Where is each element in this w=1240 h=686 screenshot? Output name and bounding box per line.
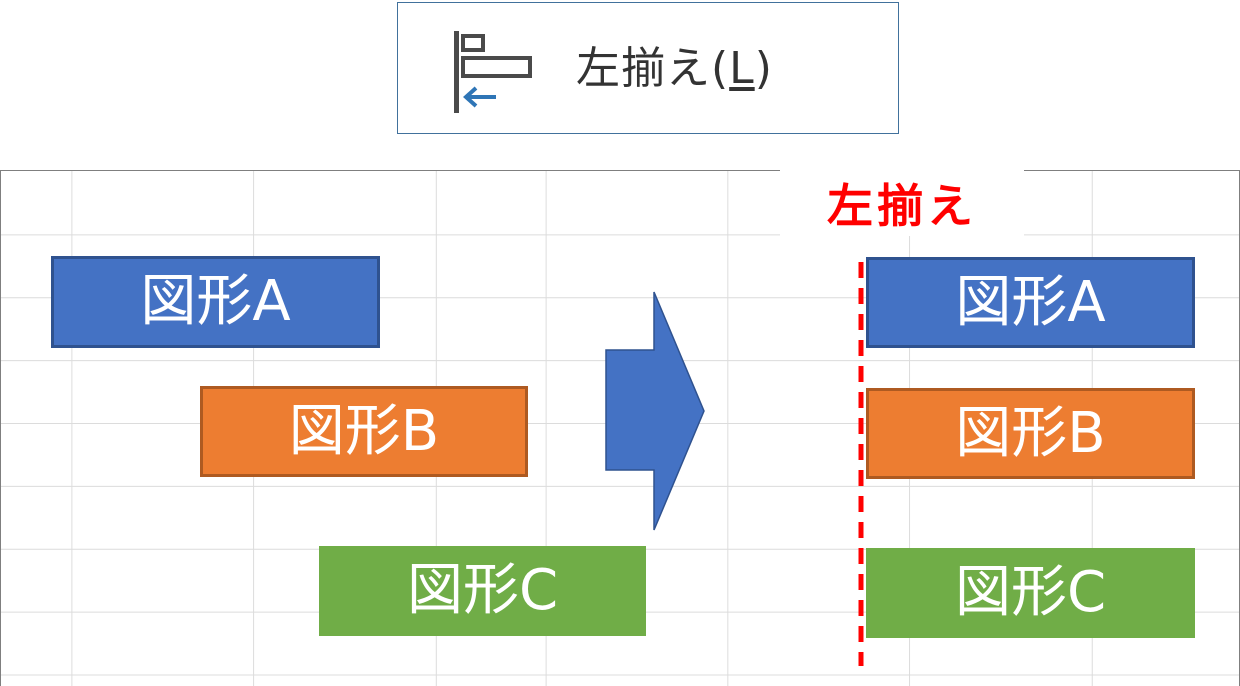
shape-c-after[interactable]: 図形C	[866, 548, 1195, 638]
align-left-command[interactable]: 左揃え(L)	[397, 2, 899, 134]
shape-b-label: 図形B	[955, 400, 1106, 466]
shape-c-label: 図形C	[954, 560, 1107, 625]
mnemonic-key: L	[729, 43, 755, 94]
shape-b-label: 図形B	[288, 398, 440, 464]
shape-c-before[interactable]: 図形C	[319, 546, 646, 636]
shape-a-label: 図形A	[955, 269, 1106, 335]
shape-c-label: 図形C	[406, 558, 559, 623]
right-arrow-icon	[605, 291, 705, 531]
shape-b-before[interactable]: 図形B	[200, 386, 528, 477]
shape-b-after[interactable]: 図形B	[866, 388, 1195, 479]
align-left-text-end: )	[754, 43, 773, 94]
align-left-result-title: 左揃え	[780, 170, 1024, 236]
alignment-guide-line	[858, 262, 864, 666]
shape-a-before[interactable]: 図形A	[51, 256, 380, 348]
shape-a-label: 図形A	[140, 269, 291, 334]
align-left-label: 左揃え(L)	[576, 39, 773, 99]
align-left-icon	[454, 31, 532, 113]
align-left-text: 左揃え(	[576, 43, 730, 94]
shape-a-after[interactable]: 図形A	[866, 257, 1195, 348]
